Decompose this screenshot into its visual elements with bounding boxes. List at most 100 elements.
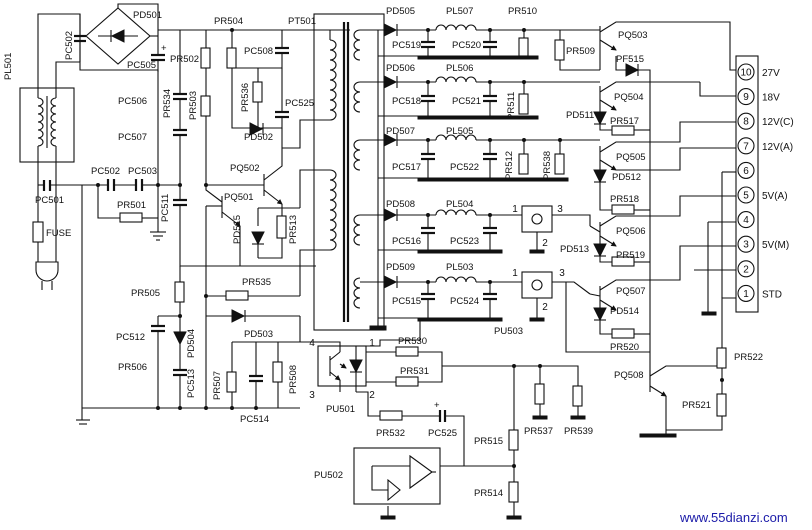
pr539-label: PR539 [564,426,593,437]
pq507-label: PQ507 [616,286,646,297]
connector-pin-3 [737,235,755,253]
pd504-label: PD504 [186,329,197,358]
row-5vm: PD509 PL503 PC515 PC524 [360,262,522,322]
secondary-rows: PD505 PL507 PR510 PC519 PC520 [360,6,600,337]
pr513-label: PR513 [288,215,299,244]
pr508-resistor [272,361,283,383]
pc514-label: PC514 [240,414,269,425]
opto-pin3: 3 [309,390,315,401]
output-switches: PR509 PQ503 PF515 PQ504 PD511 PR517 PQ50… [554,21,736,380]
pf515-label: PF515 [616,54,644,65]
pd505-label: PD505 [386,6,415,17]
reg2-pin2: 2 [542,302,548,313]
connector-pin-label: 18V [762,93,780,104]
pr515-label: PR515 [474,436,503,447]
pr518-label: PR518 [610,194,639,205]
pc513-label: PC513 [186,369,197,398]
svg-text:+: + [161,43,167,54]
pr503-label: PR503 [188,91,199,120]
pc516-label: PC516 [392,236,421,247]
opto-pin1: 1 [369,338,375,349]
pd512-label: PD512 [612,172,641,183]
pd503-label: PD503 [244,329,273,340]
pr536-label: PR536 [240,83,251,112]
connector-pin-1 [737,284,755,302]
pq504-label: PQ504 [614,92,644,103]
pc519-label: PC519 [392,40,421,51]
pr504-label: PR504 [214,16,243,27]
regulator-upper: 1 3 2 [512,204,591,254]
pl501-coil-left [37,97,44,147]
pc511-label: PC511 [160,194,171,222]
pd501-bridge [85,7,151,65]
row-18v: PD506 PL506 PC518 PC521 PR511 [360,63,600,120]
pr503-resistor [200,95,211,117]
pr507-label: PR507 [212,371,223,400]
pc517-label: PC517 [392,162,421,173]
pd508-label: PD508 [386,199,415,210]
pl501-coil-right [50,97,57,147]
connector-pin-4 [737,211,755,229]
pc515-label: PC515 [392,296,421,307]
pq506-label: PQ506 [616,226,646,237]
pr510-label: PR510 [508,6,537,17]
pq503-label: PQ503 [618,30,648,41]
pr513-resistor [276,215,287,239]
svg-text:+: + [434,400,440,411]
pr508-label: PR508 [288,365,299,394]
pq501-label: PQ501 [224,192,254,203]
connector-pin-2 [737,260,755,278]
pr502-resistor [200,47,211,69]
pr517-label: PR517 [610,116,639,127]
fuse-label: FUSE [46,228,71,239]
pl504-label: PL504 [446,199,473,210]
pr501-resistor [119,212,143,223]
pc505-label: PC505 [127,60,156,71]
pr534-label: PR534 [162,89,173,118]
pq502-label: PQ502 [230,163,260,174]
pc507-label: PC507 [118,132,147,143]
pc521-label: PC521 [452,96,481,107]
pl501-label: PL501 [3,53,14,80]
connector-pin-label: 12V(A) [762,142,793,153]
opto-pin4: 4 [309,338,315,349]
pr537-label: PR537 [524,426,553,437]
connector-pin-number: 4 [743,215,749,226]
pu501-optocoupler [317,345,367,387]
pd513-label: PD513 [560,244,589,255]
pr520-label: PR520 [610,342,639,353]
pr502-label: PR502 [170,54,199,65]
connector-pin-number: 1 [743,289,749,300]
connector-pin-10 [737,63,755,81]
reg1-pin1: 1 [512,204,518,215]
standby-control: PQ508 PR521 PR522 [614,171,763,438]
connector-body [735,55,759,313]
connector-pin-label: 5V(M) [762,240,789,251]
connector-pin-label: 12V(C) [762,117,794,128]
connector-pin-label: STD [762,289,782,300]
pc503-label: PC503 [128,166,157,177]
pc506-label: PC506 [118,96,147,107]
pr530-label: PR530 [398,336,427,347]
pl505-label: PL505 [446,126,473,137]
pd506-label: PD506 [386,63,415,74]
pc525a-label: PC525 [285,98,314,109]
reg2-pin1: 1 [512,268,518,279]
transformer-core-outline [313,13,385,331]
pc524-label: PC524 [450,296,479,307]
primary-section: PC506 PC507 PR534 PR502 PR503 PR504 PR53… [82,16,316,425]
pu502-regulator [353,447,441,505]
pr521-label: PR521 [682,400,711,411]
pr501-label: PR501 [117,200,146,211]
connector-pin-number: 10 [740,68,752,79]
connector-pin-number: 7 [743,141,749,152]
pu501-label: PU501 [326,404,355,415]
connector-pin-5 [737,186,755,204]
pl507-label: PL507 [446,6,473,17]
connector-pin-number: 3 [743,240,749,251]
connector-pin-number: 6 [743,166,749,177]
pr509-label: PR509 [566,46,595,57]
reg2-pin3: 3 [559,268,565,279]
pd511-label: PD511 [566,110,594,121]
pc501-label: PC501 [35,195,64,206]
